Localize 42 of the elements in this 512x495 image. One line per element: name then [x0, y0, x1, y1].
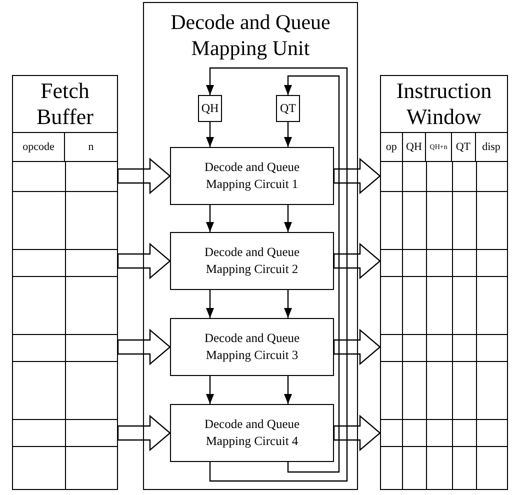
unit-box [143, 2, 358, 490]
block-arrow [117, 158, 171, 194]
arrow [206, 376, 214, 404]
circuit-label: Decode and Queue Mapping Circuit 2 [203, 244, 301, 278]
register-label: QH [201, 101, 219, 116]
arrow [284, 122, 292, 147]
block-arrow [117, 242, 171, 280]
block-arrow [117, 414, 171, 452]
arrow [206, 205, 214, 232]
circuit-box [170, 147, 334, 205]
circuit-box [170, 232, 334, 290]
feedback-arrow [284, 75, 340, 473]
instruction-window-table [380, 75, 508, 490]
unit-title: Decode and Queue Mapping Unit [170, 9, 332, 61]
arrow [284, 205, 292, 232]
block-arrow [117, 328, 171, 366]
circuit-label: Decode and Queue Mapping Circuit 3 [203, 330, 301, 364]
block-arrow [333, 242, 381, 280]
arrow [206, 122, 214, 147]
register-box [198, 95, 222, 122]
column-header: opcode [22, 141, 54, 153]
arrow [206, 290, 214, 318]
circuit-label: Decode and Queue Mapping Circuit 1 [203, 159, 301, 193]
block-arrow [333, 414, 381, 452]
circuit-box [170, 318, 334, 376]
block-arrow [333, 158, 381, 194]
arrow [284, 290, 292, 318]
column-header: op [386, 141, 397, 153]
column-header: QH [406, 141, 422, 153]
column-header: QT [456, 141, 471, 153]
table-title: Instruction Window [395, 78, 493, 130]
table-title: Fetch Buffer [35, 78, 95, 130]
register-box [276, 95, 300, 122]
block-arrow [333, 328, 381, 366]
register-label: QT [280, 101, 296, 116]
column-header: disp [482, 141, 500, 153]
circuit-box [170, 404, 334, 462]
circuit-label: Decode and Queue Mapping Circuit 4 [203, 416, 301, 450]
fetch-buffer-table [12, 75, 118, 490]
arrow [284, 376, 292, 404]
feedback-arrow [206, 67, 348, 482]
column-header: n [88, 141, 94, 153]
